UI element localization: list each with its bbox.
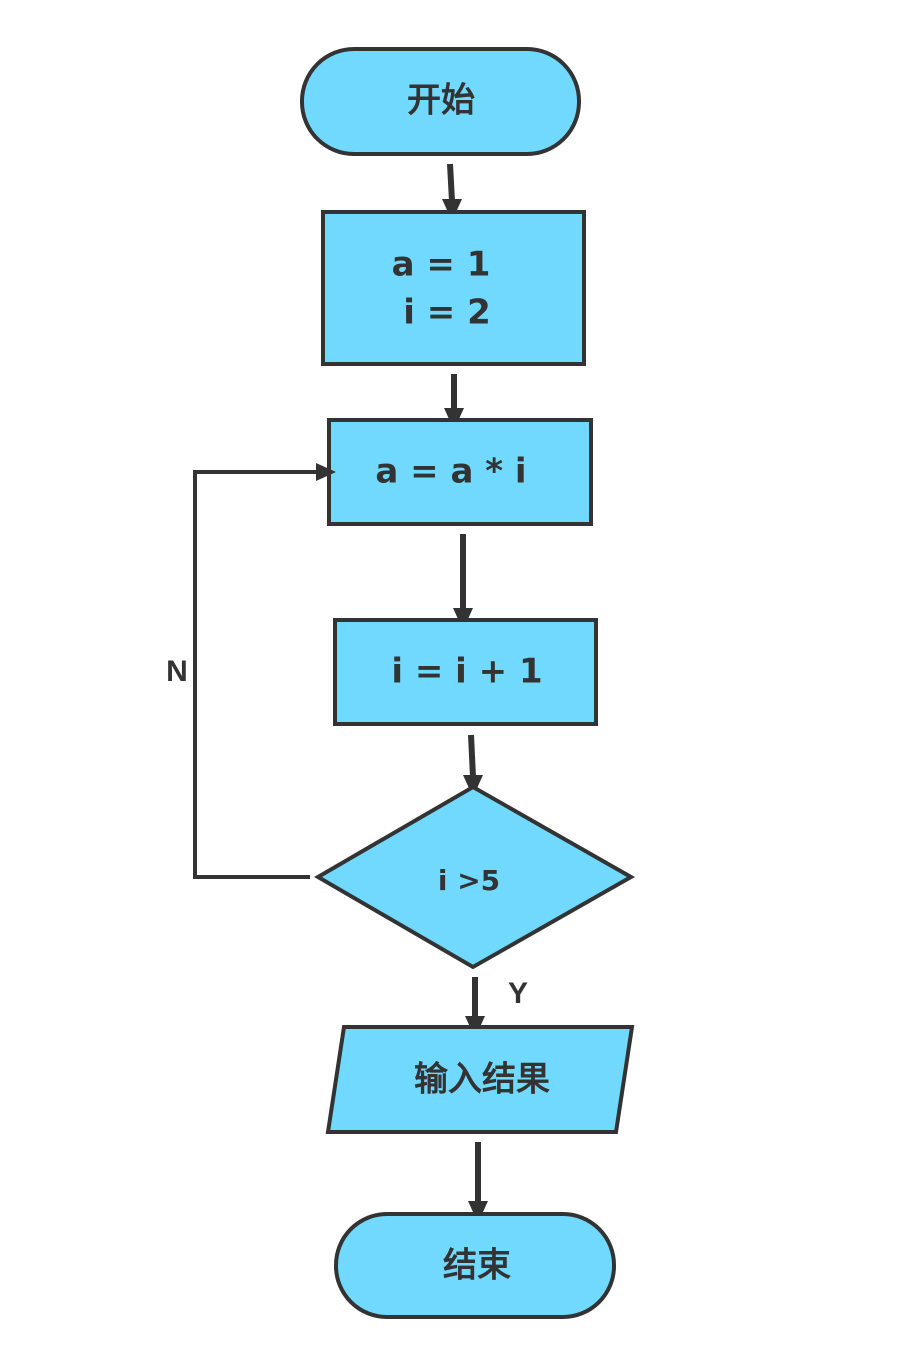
end-node: 结束	[334, 1212, 616, 1319]
edge-increment-to-condition-line	[468, 734, 476, 778]
increment-node-shape	[333, 618, 598, 726]
start-node: 开始	[300, 47, 581, 156]
init-node-line2: i = 2	[403, 293, 490, 333]
output-node-label: 输入结果	[414, 1060, 550, 1100]
condition-node-shape	[314, 784, 636, 970]
init-node: a = 1 i = 2	[321, 210, 586, 366]
increment-node: i = i + 1	[333, 618, 598, 726]
init-node-line1: a = 1	[392, 245, 491, 285]
edge-condition-to-multiply-no: N	[166, 463, 336, 879]
edge-no-label: N	[166, 655, 188, 688]
edge-multiply-to-increment	[453, 534, 473, 630]
edge-condition-to-multiply-line	[193, 470, 318, 879]
end-node-shape	[334, 1212, 616, 1319]
condition-node-label: i >5	[438, 864, 500, 897]
init-node-shape	[321, 210, 586, 366]
edge-start-to-init-line	[447, 163, 455, 202]
condition-node: i >5	[314, 784, 636, 970]
multiply-node: a = a * i	[327, 418, 593, 526]
start-node-label: 开始	[407, 81, 475, 121]
increment-node-label: i = i + 1	[391, 652, 542, 692]
output-node: 输入结果	[325, 1025, 635, 1134]
edge-condition-to-output-yes: Y	[465, 977, 528, 1038]
edge-condition-to-multiply-arrowhead	[316, 463, 336, 481]
end-node-label: 结束	[443, 1246, 511, 1286]
start-node-shape	[300, 47, 581, 156]
edge-output-to-end	[468, 1142, 488, 1223]
edge-yes-label: Y	[508, 977, 528, 1010]
output-node-shape	[325, 1025, 635, 1134]
multiply-node-label: a = a * i	[375, 452, 526, 492]
